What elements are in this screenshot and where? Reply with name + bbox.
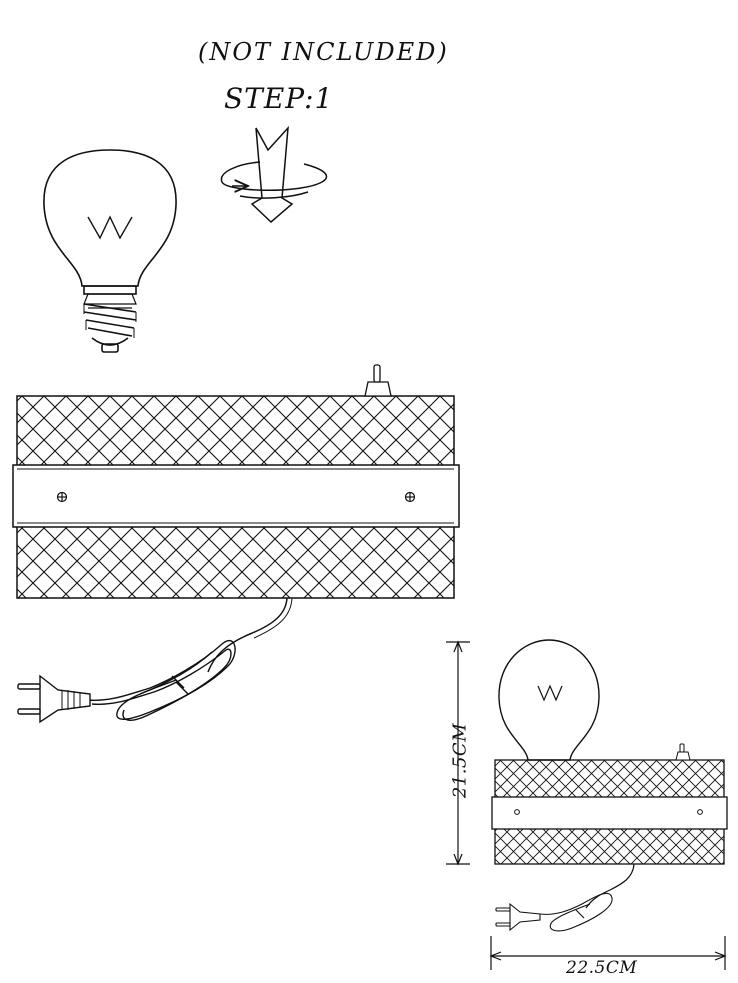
bulb-icon [498,639,600,761]
fixture-assembled [491,639,728,932]
width-dimension-label: 22.5CM [566,958,638,978]
width-dimension-line [489,936,727,970]
height-dimension-label: 21.5CM [449,722,471,799]
bulb-icon [43,149,177,353]
step-label: STEP:1 [224,82,334,115]
fixture-large [12,364,460,724]
screw-icon [404,491,416,503]
not-included-label: (NOT INCLUDED) [198,38,449,66]
screw-icon [56,491,68,503]
plug-icon [17,674,91,724]
height-dimension-line [446,640,470,866]
switch-icon [364,364,392,397]
switch-icon [675,743,691,761]
rotate-arrow-icon [220,125,328,224]
plug-icon [495,902,541,932]
